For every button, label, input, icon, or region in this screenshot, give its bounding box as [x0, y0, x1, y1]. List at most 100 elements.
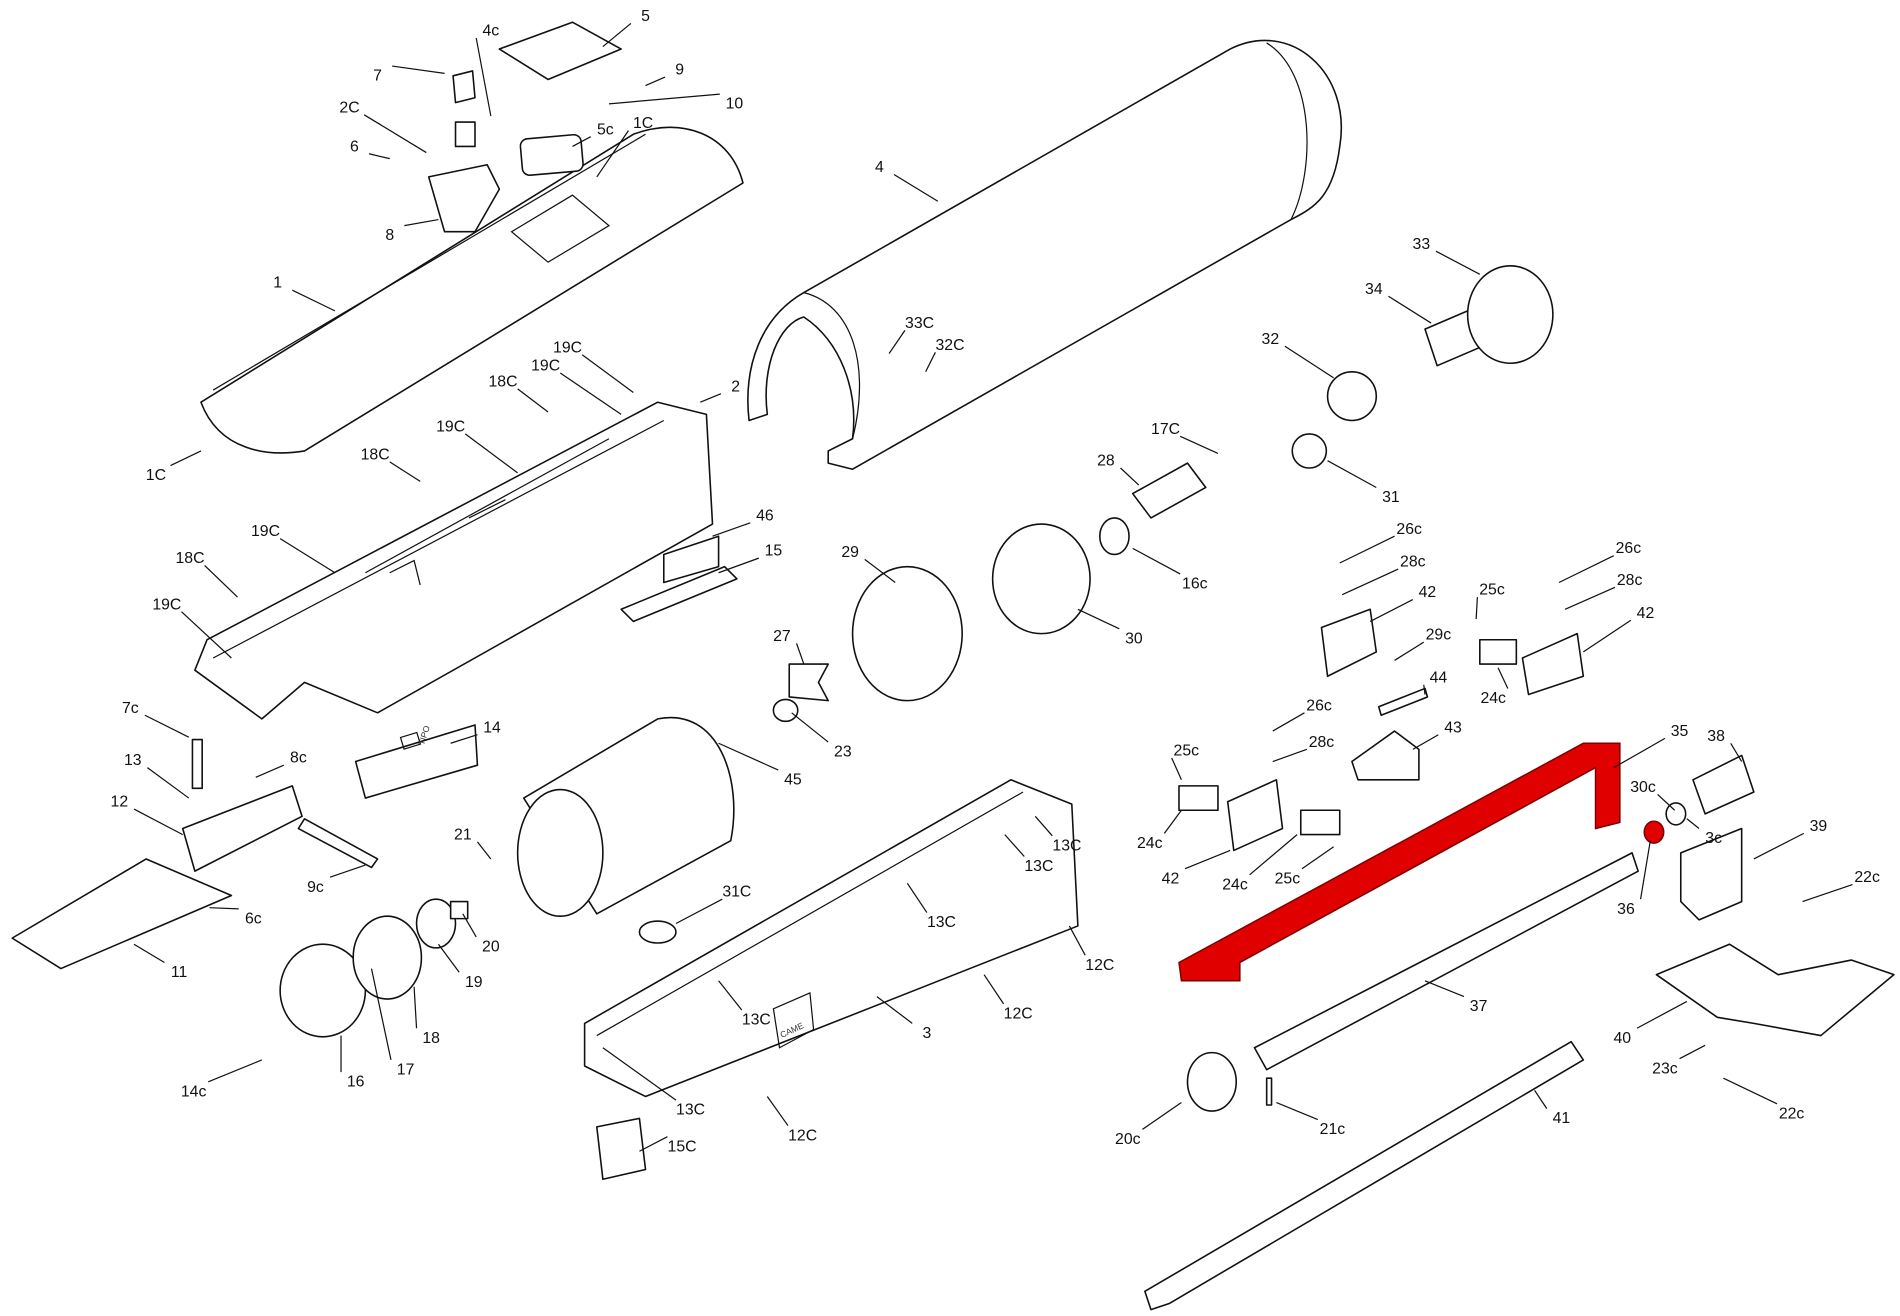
leader-line-23c: [1679, 1044, 1706, 1060]
part-label-5: 5: [641, 8, 650, 25]
part-42-cam: [1320, 608, 1378, 678]
leader-line-28c: [1341, 568, 1399, 596]
part-label-14: 14: [483, 719, 501, 736]
part-label-13C: 13C: [1024, 858, 1053, 875]
part-label-31C: 31C: [722, 884, 751, 901]
parts-drawing: TIPO CAME: [11, 21, 1895, 1311]
leader-line-6c: [209, 907, 239, 910]
part-label-23c: 23c: [1652, 1060, 1678, 1077]
leader-line-2C: [363, 114, 427, 154]
leader-line-45: [718, 742, 779, 771]
part-label-26c: 26c: [1396, 521, 1422, 538]
leader-line-18C: [204, 564, 238, 598]
part-42-cam: [1226, 779, 1284, 852]
leader-line-35: [1613, 737, 1666, 769]
part-label-6: 6: [350, 138, 359, 155]
leader-line-34: [1388, 295, 1432, 324]
part-15-board: [620, 565, 738, 623]
part-label-7c: 7c: [122, 700, 139, 717]
leader-line-19C: [559, 372, 622, 415]
part-label-6c: 6c: [245, 911, 262, 928]
leader-line-21: [476, 841, 492, 860]
part-label-18: 18: [422, 1030, 440, 1047]
part-label-44: 44: [1430, 669, 1448, 686]
leader-line-24c: [1497, 667, 1509, 689]
leader-line-26c: [1558, 555, 1615, 584]
part-7c-bolt: [191, 738, 203, 790]
part-35-rack[interactable]: [1178, 742, 1621, 982]
leader-line-13C: [602, 1047, 677, 1101]
leader-line-3: [876, 996, 913, 1024]
leader-line-32C: [925, 352, 936, 373]
leader-line-29: [864, 558, 896, 583]
part-label-13C: 13C: [1052, 837, 1081, 854]
part-16-cap: [279, 943, 367, 1038]
leader-line-13C: [718, 980, 743, 1011]
part-label-19C: 19C: [531, 358, 560, 375]
part-label-17C: 17C: [1151, 421, 1180, 438]
leader-line-6: [368, 153, 390, 160]
part-21c-pin: [1265, 1077, 1273, 1106]
part-label-3c: 3c: [1705, 830, 1722, 847]
part-label-1: 1: [273, 275, 282, 292]
leader-line-28c: [1272, 748, 1308, 763]
part-label-29c: 29c: [1426, 627, 1452, 644]
leader-line-30: [1077, 608, 1120, 630]
leader-line-20c: [1142, 1102, 1182, 1130]
part-24c-switch: [1299, 809, 1341, 836]
part-4-cover: [747, 39, 1343, 471]
leader-line-18C: [389, 461, 421, 482]
part-label-21c: 21c: [1320, 1121, 1346, 1138]
part-11-plate: [11, 858, 233, 970]
part-31C-grommet: [638, 920, 677, 944]
part-label-3: 3: [922, 1025, 931, 1042]
part-label-16: 16: [347, 1074, 365, 1091]
part-label-19C: 19C: [553, 339, 582, 356]
leader-line-37: [1424, 980, 1465, 998]
part-label-26c: 26c: [1306, 697, 1332, 714]
part-label-42: 42: [1637, 605, 1655, 622]
leader-line-7c: [144, 714, 190, 738]
part-31-gear: [1291, 433, 1328, 469]
part-8-lock-bracket: [427, 163, 501, 233]
part-20-nut: [449, 900, 469, 920]
part-label-28c: 28c: [1400, 554, 1426, 571]
part-label-25c: 25c: [1275, 870, 1301, 887]
leader-line-42: [1184, 849, 1231, 870]
part-label-12C: 12C: [788, 1127, 817, 1144]
part-16c-bearing: [1099, 517, 1130, 556]
leader-line-42: [1582, 619, 1632, 653]
leader-line-5c: [572, 136, 591, 147]
leader-line-5: [602, 22, 632, 48]
part-label-28c: 28c: [1309, 734, 1335, 751]
part-label-9: 9: [675, 62, 684, 79]
part-label-14c: 14c: [181, 1083, 207, 1100]
part-label-42: 42: [1419, 584, 1437, 601]
leader-line-12C: [766, 1096, 789, 1127]
leader-line-3c: [1686, 818, 1700, 829]
part-label-35: 35: [1671, 723, 1689, 740]
part-label-33: 33: [1413, 236, 1431, 253]
leader-line-17C: [1179, 435, 1219, 454]
leader-line-19C: [464, 433, 518, 474]
part-label-32C: 32C: [935, 337, 964, 354]
leader-line-25c: [1301, 846, 1335, 870]
leader-line-8: [404, 218, 439, 227]
part-label-34: 34: [1365, 281, 1383, 298]
part-label-2C: 2C: [339, 99, 359, 116]
leader-line-18: [413, 986, 418, 1029]
part-label-19C: 19C: [436, 418, 465, 435]
leader-line-31C: [675, 898, 723, 925]
part-label-12C: 12C: [1004, 1006, 1033, 1023]
part-label-24c: 24c: [1480, 690, 1506, 707]
part-label-43: 43: [1444, 719, 1462, 736]
leader-line-12C: [1068, 925, 1086, 956]
part-14-plate: [354, 724, 479, 799]
part-29-housing: [851, 565, 963, 702]
part-12-arm: [181, 785, 303, 872]
part-label-13C: 13C: [927, 914, 956, 931]
leader-line-14c: [208, 1059, 263, 1083]
part-label-20: 20: [482, 939, 500, 956]
part-label-36: 36: [1617, 901, 1635, 918]
